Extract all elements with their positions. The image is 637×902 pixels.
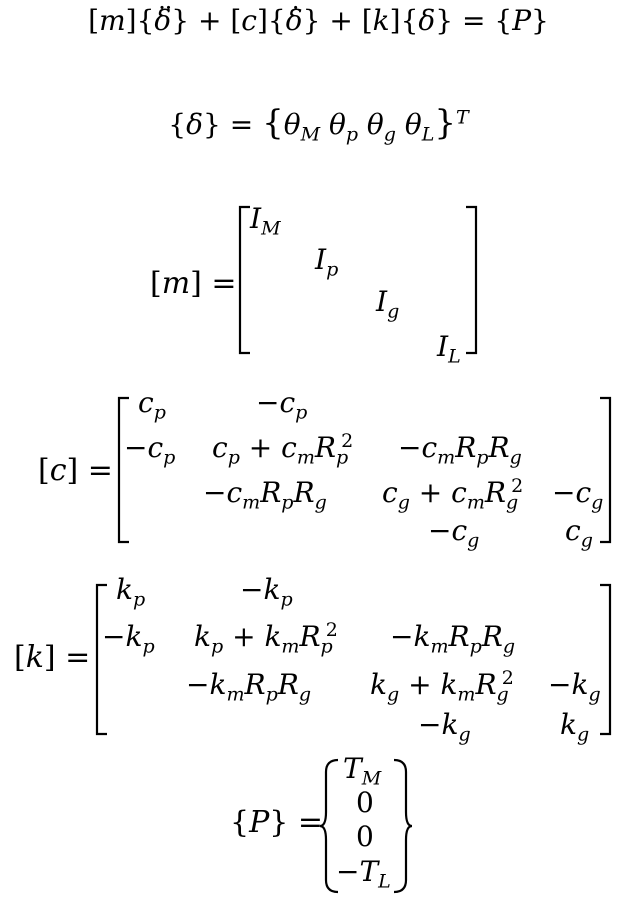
stiffness-entry-32: −kmRpRg bbox=[186, 668, 312, 706]
damping-entry-21: −cp bbox=[124, 431, 176, 469]
damping-entry-22: cp + cmRp2 bbox=[212, 429, 354, 469]
stiffness-right-bracket bbox=[600, 583, 612, 736]
mass-matrix-label: [m] = bbox=[150, 266, 237, 301]
damping-entry-32: −cmRpRg bbox=[203, 476, 327, 514]
force-entry-1: TM bbox=[343, 752, 382, 790]
damping-entry-12: −cp bbox=[256, 386, 308, 424]
damping-right-bracket bbox=[600, 396, 612, 544]
mass-entry-44: IL bbox=[437, 330, 461, 368]
force-left-brace bbox=[319, 758, 339, 894]
stiffness-entry-22: kp + kmRp2 bbox=[194, 618, 338, 658]
stiffness-entry-44: kg bbox=[560, 708, 590, 746]
mass-entry-11: IM bbox=[250, 202, 281, 240]
damping-entry-43: −cg bbox=[428, 514, 480, 552]
stiffness-entry-23: −kmRpRg bbox=[390, 620, 516, 658]
mass-right-bracket bbox=[466, 205, 478, 355]
stiffness-left-bracket bbox=[95, 583, 107, 736]
stiffness-entry-34: −kg bbox=[548, 668, 601, 706]
stiffness-entry-43: −kg bbox=[418, 708, 471, 746]
stiffness-entry-21: −kp bbox=[102, 620, 155, 658]
displacement-vector: {δ} = {θM θp θg θL}T bbox=[168, 103, 469, 146]
force-vector-label: {P} = bbox=[230, 805, 324, 840]
force-entry-3: 0 bbox=[356, 820, 374, 853]
damping-matrix-label: [c] = bbox=[38, 453, 113, 488]
force-entry-4: −TL bbox=[336, 855, 391, 893]
damping-entry-44: cg bbox=[565, 514, 593, 552]
force-entry-2: 0 bbox=[356, 786, 374, 819]
damping-entry-23: −cmRpRg bbox=[398, 431, 522, 469]
damping-entry-33: cg + cmRg2 bbox=[382, 474, 524, 514]
force-right-brace bbox=[393, 758, 413, 894]
damping-entry-11: cp bbox=[138, 386, 166, 424]
mass-entry-33: Ig bbox=[376, 285, 400, 323]
stiffness-matrix-label: [k] = bbox=[14, 640, 91, 675]
equation-of-motion: [m]{··δ} + [c]{·δ} + [k]{δ} = {P} bbox=[88, 0, 549, 37]
stiffness-entry-33: kg + kmRg2 bbox=[370, 666, 514, 706]
mass-left-bracket bbox=[238, 205, 250, 355]
damping-left-bracket bbox=[117, 396, 129, 544]
stiffness-entry-12: −kp bbox=[240, 573, 293, 611]
mass-entry-22: Ip bbox=[315, 243, 339, 281]
damping-entry-34: −cg bbox=[552, 476, 604, 514]
stiffness-entry-11: kp bbox=[116, 573, 146, 611]
